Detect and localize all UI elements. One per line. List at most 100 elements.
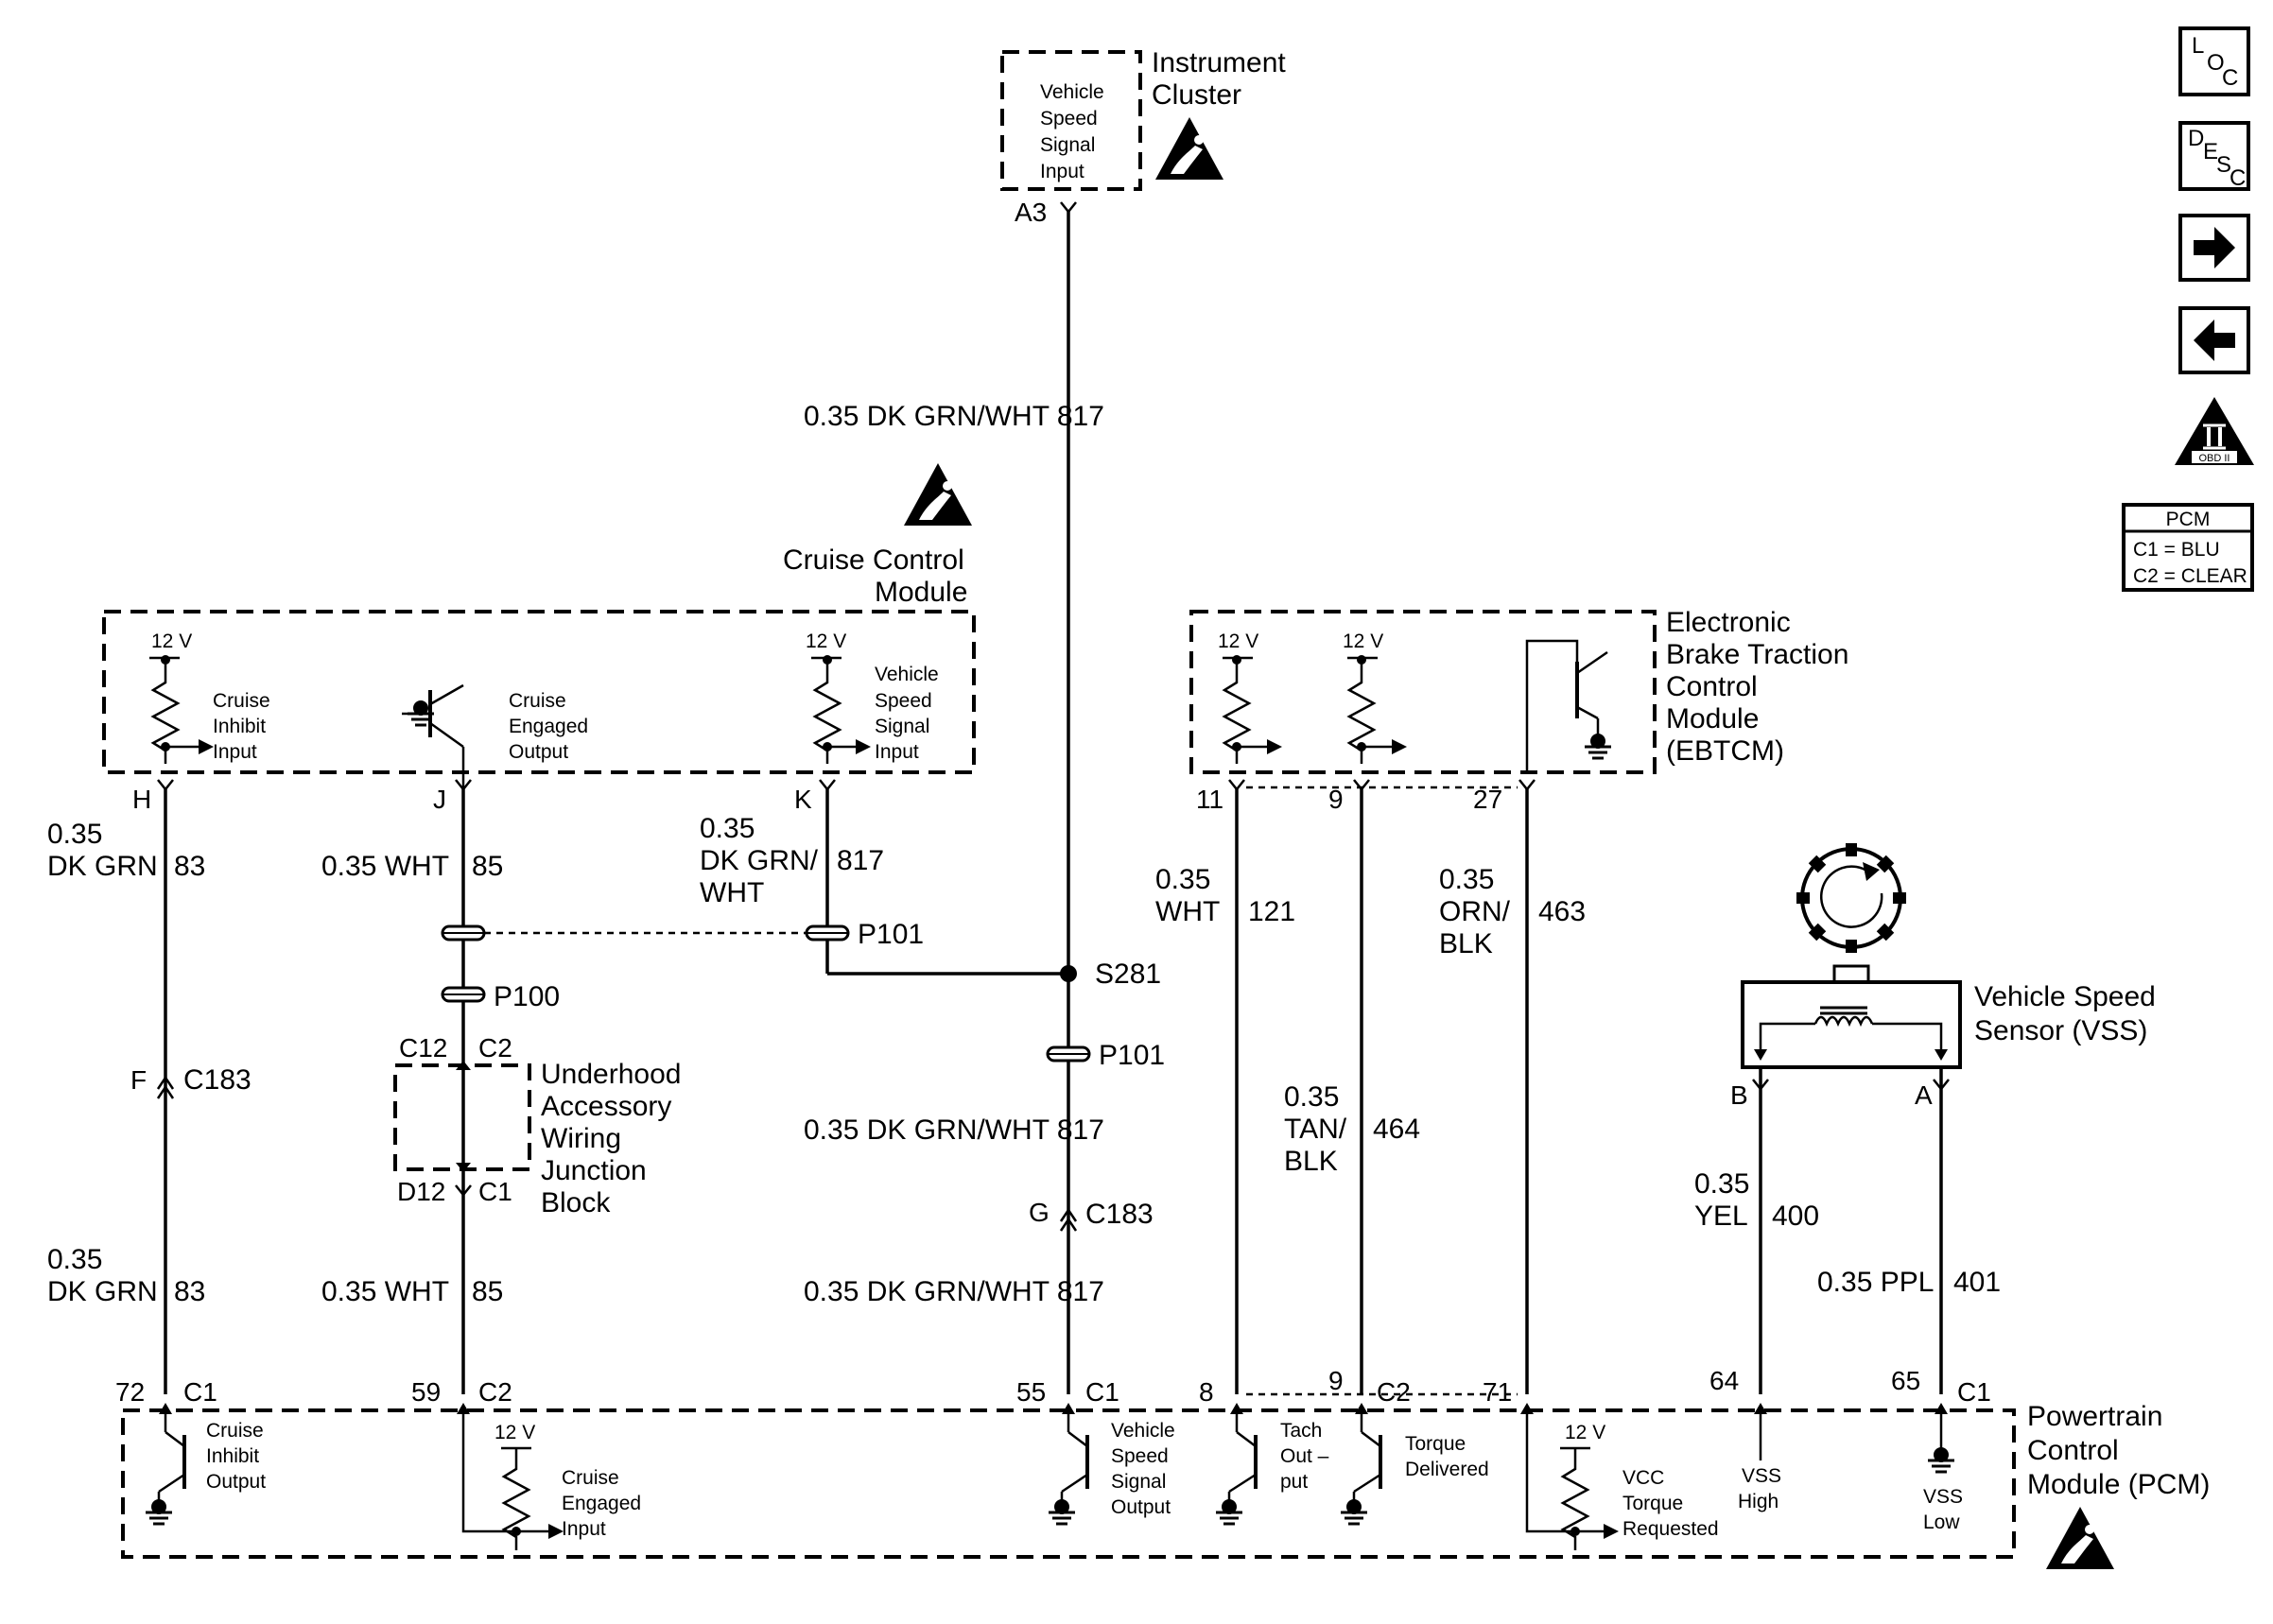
ebtcm-module [1189,610,1657,774]
pin-c1-55: C1 [1085,1377,1119,1407]
pcm-vsslow-1: VSS [1923,1486,1963,1508]
jb-2: Accessory [541,1091,671,1122]
pcm-vsshigh-1: VSS [1742,1465,1781,1487]
w464-2: TAN/ [1284,1114,1347,1145]
pin-c2-9: C2 [1377,1377,1411,1407]
ccm-title-1: Cruise Control [783,544,964,576]
w85a-1: 0.35 WHT [321,851,449,882]
svg-text:C: C [2230,165,2246,191]
svg-text:C: C [2222,65,2238,91]
pcm-engaged-1: Cruise [562,1467,619,1489]
ebtcm-2: Brake Traction [1666,639,1848,670]
pin-d12: D12 [397,1177,445,1206]
pcm-vsslow-2: Low [1923,1512,1960,1533]
w463-2: ORN/ [1439,896,1511,927]
pcm-title-2: Control [2027,1435,2119,1466]
w83b-3: 83 [174,1276,205,1307]
w85b-2: 85 [472,1276,503,1307]
arrow-right-icon[interactable] [2178,214,2250,282]
pin-55: 55 [1016,1377,1046,1407]
ccm-vss-2: Speed [875,690,932,712]
wire-817-mid-label: 0.35 DK GRN/WHT 817 [804,1114,1104,1146]
w400-1: 0.35 [1694,1168,1749,1200]
w463-1: 0.35 [1439,864,1494,895]
w121-1: 0.35 [1155,864,1210,895]
instrument-cluster-title-2: Cluster [1152,79,1241,111]
pin-c2-jb: C2 [478,1033,512,1063]
svg-text:D: D [2188,126,2204,151]
pin-8: 8 [1199,1377,1214,1407]
pin-a3: A3 [1015,198,1047,227]
pin-59: 59 [411,1377,441,1407]
voltage-label: 12 V [151,631,192,652]
pin-64: 64 [1709,1366,1739,1395]
ic-input-4: Input [1040,161,1084,182]
p101-top-label: P101 [858,919,924,950]
pin-c1-72: C1 [183,1377,217,1407]
esd-warning-icon [904,463,972,526]
w817k-3: WHT [700,877,764,908]
pin-9-pcm: 9 [1328,1366,1344,1395]
vss-title-1: Vehicle Speed [1974,981,2156,1012]
w85b-1: 0.35 WHT [321,1276,449,1307]
ccm-vss-1: Vehicle [875,664,939,685]
s281-label: S281 [1095,959,1161,990]
pin-f: F [130,1065,147,1095]
w401-2: 401 [1953,1267,2001,1298]
cruise-control-module [102,610,976,774]
svg-text:L: L [2192,33,2204,59]
pcm-table-header: PCM [2166,509,2211,530]
pin-h: H [132,785,151,814]
location-icon[interactable]: L O C [2178,26,2250,96]
ccm-engaged-3: Output [509,741,568,763]
pcm-engaged-3: Input [562,1518,606,1540]
voltage-label: 12 V [1565,1422,1605,1443]
instrument-cluster-title-1: Instrument [1152,47,1286,78]
vss-title-2: Sensor (VSS) [1974,1015,2147,1046]
voltage-label: 12 V [806,631,846,652]
pin-b: B [1730,1080,1748,1110]
esd-warning-icon [1155,117,1223,180]
reluctor-wheel-icon [1796,843,1906,953]
pcm-title-1: Powertrain [2027,1401,2162,1432]
pin-k: K [794,785,812,814]
pin-c2-59: C2 [478,1377,512,1407]
obd-ii-icon[interactable]: OBD II [2175,397,2254,465]
pcm-title-3: Module (PCM) [2027,1469,2210,1500]
pcm-tach-2: Out – [1280,1445,1329,1467]
w83a-3: 83 [174,851,205,882]
ccm-engaged-2: Engaged [509,716,588,737]
p101-mid-label: P101 [1099,1040,1165,1071]
pcm-inhibit-1: Cruise [206,1420,264,1442]
splice-s281 [1060,965,1077,982]
w464-4: 464 [1373,1114,1420,1145]
ccm-inhibit-2: Inhibit [213,716,266,737]
w121-3: 121 [1248,896,1295,927]
w400-3: 400 [1772,1201,1819,1232]
description-icon[interactable]: D E S C [2178,121,2250,191]
pcm-torque-1: Torque [1405,1433,1466,1455]
pin-72: 72 [115,1377,145,1407]
jb-3: Wiring [541,1123,621,1154]
pin-11: 11 [1196,785,1223,814]
p100-label: P100 [494,981,560,1012]
svg-text:E: E [2203,139,2218,164]
jb-1: Underhood [541,1059,681,1090]
pcm-vss-1: Vehicle [1111,1420,1175,1442]
pcm-vcc-3: Requested [1622,1518,1719,1540]
pcm-vss-3: Signal [1111,1471,1166,1493]
w85a-2: 85 [472,851,503,882]
ebtcm-1: Electronic [1666,607,1791,638]
w817k-4: 817 [837,845,884,876]
w83a-1: 0.35 [47,819,102,850]
voltage-label: 12 V [1218,631,1258,652]
arrow-left-icon[interactable] [2178,306,2250,374]
w401-1: 0.35 PPL [1817,1267,1934,1298]
voltage-label: 12 V [495,1422,535,1443]
jb-4: Junction [541,1155,647,1186]
w817k-2: DK GRN/ [700,845,819,876]
ccm-inhibit-3: Input [213,741,257,763]
pcm-table-row1: C1 = BLU [2133,539,2220,561]
w83b-1: 0.35 [47,1244,102,1275]
w463-3: BLK [1439,928,1493,959]
